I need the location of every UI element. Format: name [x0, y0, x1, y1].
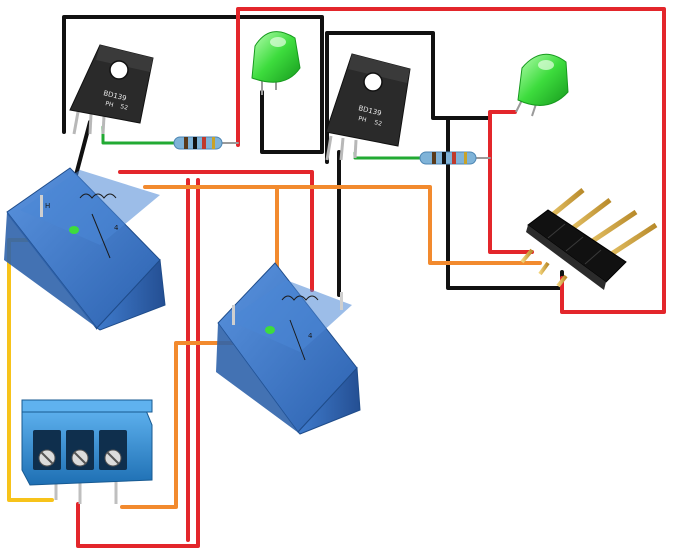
red-wire-top-main — [236, 7, 666, 314]
relay1-marking-4: 4 — [114, 224, 119, 232]
red-wire-bottom — [76, 178, 200, 548]
q1-marking-line2: PH — [105, 100, 115, 109]
pin-header — [520, 188, 658, 290]
q2-marking-line3: 52 — [374, 119, 383, 128]
led-2 — [515, 53, 569, 117]
led-1 — [251, 31, 301, 95]
red-wire-relay-supply — [118, 170, 314, 292]
terminal-block — [21, 399, 153, 504]
relay1-marking-h: H — [45, 202, 50, 210]
resistor-icon — [419, 151, 477, 165]
q2-marking-line2: PH — [358, 115, 368, 124]
green-wire-q1-base — [101, 125, 177, 145]
transistor-q2: BD139 PH 52 — [325, 53, 411, 161]
black-wire-q1-relay1 — [74, 120, 92, 177]
resistor-2 — [419, 151, 477, 165]
pin-header-icon — [520, 188, 658, 290]
green-wire-q2-base — [353, 151, 422, 160]
transistor-q1: BD139 PH 52 — [69, 44, 154, 135]
to126-transistor-icon: BD139 PH 52 — [69, 44, 154, 135]
resistor-1 — [173, 136, 223, 150]
black-wire-q2-header — [325, 31, 492, 164]
q1-marking-line3: 52 — [120, 103, 129, 112]
screw-terminal-icon — [21, 399, 153, 504]
terminal-slot-1 — [33, 430, 61, 470]
relay2-marking-4: 4 — [308, 332, 313, 340]
terminal-slot-2 — [66, 430, 94, 470]
to126-transistor-icon: BD139 PH 52 — [325, 53, 411, 161]
black-wire-top-loop — [62, 15, 324, 154]
resistor-icon — [173, 136, 223, 150]
relay-1: H 4 — [4, 167, 166, 331]
led-icon — [251, 31, 301, 95]
terminal-slot-3 — [99, 430, 127, 470]
orange-wire-relay1-header — [143, 185, 542, 265]
red-wire-led2 — [488, 110, 534, 254]
relay-2: 4 — [216, 262, 361, 435]
relay-icon: 4 — [216, 262, 361, 435]
relay-icon: H 4 — [4, 167, 166, 331]
led-icon — [515, 53, 569, 117]
